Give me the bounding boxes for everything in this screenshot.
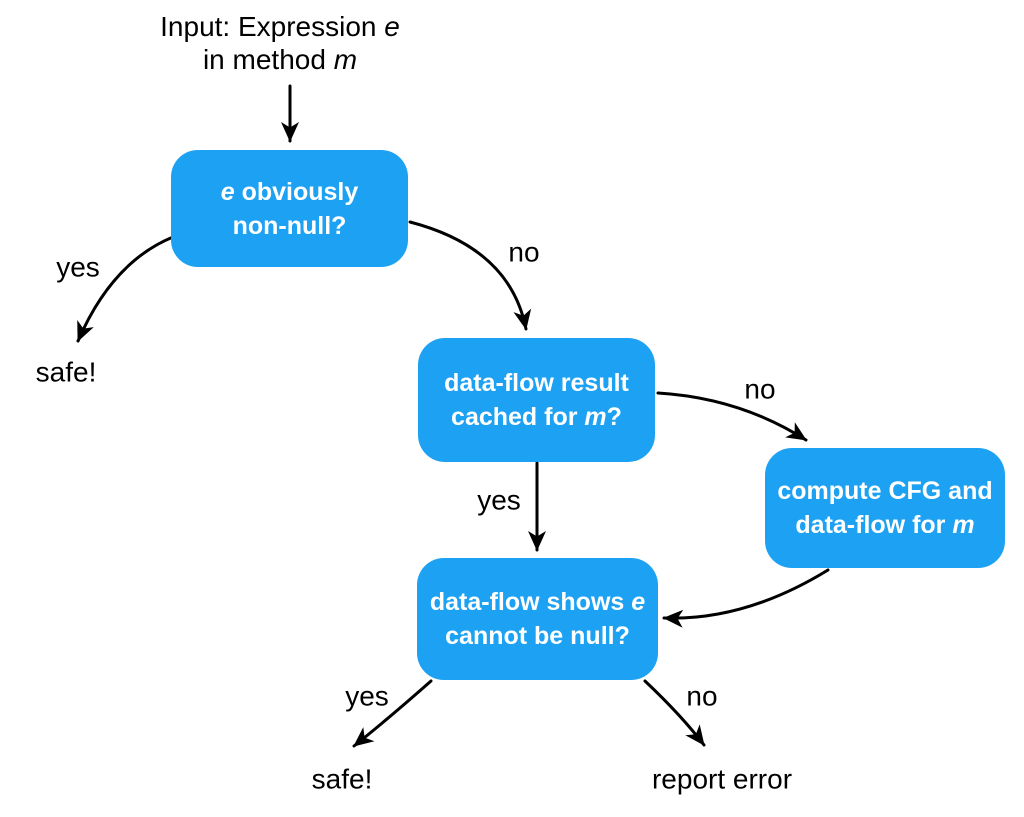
label-report-error: report error xyxy=(651,763,793,795)
label-safe-shows: safe! xyxy=(311,763,373,795)
label-safe-obvious: safe! xyxy=(35,356,97,388)
arrow-no-shows-to-report xyxy=(643,679,706,747)
input-title: Input: Expression e in method m xyxy=(130,10,430,76)
arrow-compute-to-shows xyxy=(662,568,830,628)
label-no-shows: no xyxy=(686,680,718,712)
node-e-obviously-non-null-text: e obviously non-null? xyxy=(220,177,359,240)
input-title-line1: Input: Expression e xyxy=(160,11,400,42)
arrow-yes-shows-to-safe xyxy=(352,679,433,748)
label-yes-obvious: yes xyxy=(56,251,100,283)
node-compute-cfg-dataflow-text: compute CFG and data-flow for m xyxy=(777,477,993,539)
arrow-no-obvious-to-cached xyxy=(408,220,532,331)
node-dataflow-shows-not-null-text: data-flow shows e cannot be null? xyxy=(429,588,646,650)
node-dataflow-shows-not-null: data-flow shows e cannot be null? xyxy=(417,558,658,680)
node-dataflow-result-cached-text: data-flow result cached for m? xyxy=(444,369,629,431)
label-no-obvious: no xyxy=(508,236,540,268)
arrow-no-cached-to-compute xyxy=(656,391,808,442)
arrow-yes-obvious-to-safe xyxy=(76,235,175,343)
input-title-line2: in method m xyxy=(202,44,358,75)
label-yes-shows: yes xyxy=(345,680,389,712)
label-yes-cached: yes xyxy=(477,484,521,516)
node-e-obviously-non-null: e obviously non-null? xyxy=(171,150,408,267)
node-compute-cfg-dataflow: compute CFG and data-flow for m xyxy=(765,448,1005,568)
node-dataflow-result-cached: data-flow result cached for m? xyxy=(418,338,655,462)
label-no-cached: no xyxy=(744,373,776,405)
